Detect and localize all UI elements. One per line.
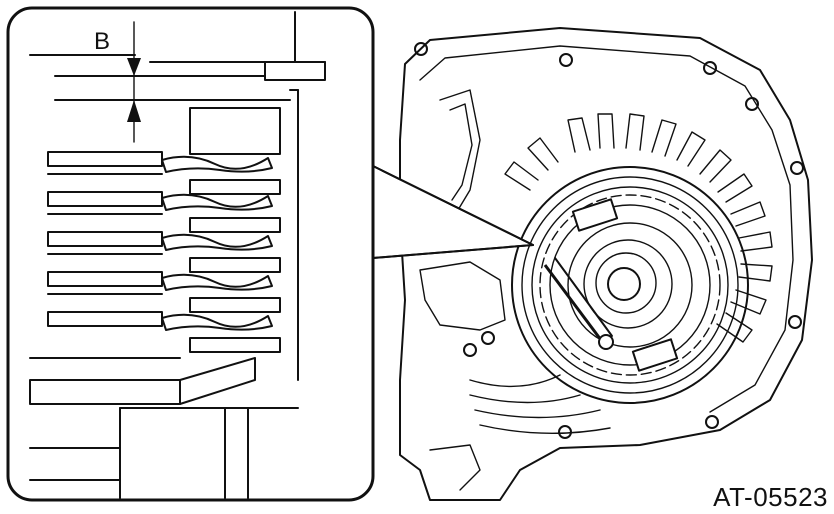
feeler-gauge-tip bbox=[598, 334, 614, 350]
callout-connector bbox=[372, 165, 534, 259]
wave-plates bbox=[161, 155, 273, 331]
oil-passage bbox=[474, 409, 601, 419]
case-channel bbox=[449, 103, 473, 201]
inset-frame bbox=[6, 6, 375, 502]
drum-ring bbox=[521, 176, 739, 394]
drum-teeth bbox=[504, 113, 773, 343]
bolt-hole bbox=[703, 61, 717, 75]
case-channel bbox=[439, 89, 481, 221]
dimension-arrow-up bbox=[127, 100, 141, 122]
oil-passage bbox=[429, 444, 481, 491]
snap-ring-tab bbox=[631, 338, 679, 372]
case-channel bbox=[419, 261, 506, 331]
feeler-gauge bbox=[543, 264, 606, 345]
oil-passage bbox=[479, 424, 611, 435]
callout-line bbox=[372, 165, 534, 246]
hub-ring bbox=[595, 252, 657, 314]
case-outline bbox=[399, 27, 813, 501]
bolt-hole bbox=[559, 53, 573, 67]
pressure-plate bbox=[189, 107, 281, 155]
hub-ring bbox=[583, 239, 673, 329]
oil-passage bbox=[469, 394, 581, 404]
snap-ring bbox=[539, 194, 721, 376]
bolt-hole bbox=[558, 425, 572, 439]
bolt-hole bbox=[414, 42, 428, 56]
drum-ring bbox=[567, 222, 693, 348]
transmission-case-illustration bbox=[399, 27, 813, 501]
bolt-hole bbox=[788, 315, 802, 329]
figure-id: AT-05523 bbox=[713, 482, 828, 512]
callout-line bbox=[372, 244, 534, 259]
retaining-plate bbox=[264, 61, 326, 81]
case-inner-rim bbox=[419, 45, 794, 413]
bolt-hole bbox=[463, 343, 477, 357]
bolt-hole bbox=[790, 161, 804, 175]
drum-outer-ring bbox=[511, 166, 749, 404]
hub-bore bbox=[607, 267, 641, 301]
drum-ring bbox=[549, 204, 711, 366]
friction-plates bbox=[189, 179, 281, 353]
dimension-arrow-down bbox=[127, 58, 141, 76]
drum-ring bbox=[531, 186, 729, 384]
feeler-gauge-edge bbox=[554, 257, 613, 337]
snap-ring-tab bbox=[571, 198, 619, 232]
clutch-pack-inset bbox=[6, 6, 375, 502]
oil-passage bbox=[469, 374, 561, 388]
bolt-hole bbox=[745, 97, 759, 111]
bolt-hole bbox=[481, 331, 495, 345]
bolt-hole bbox=[705, 415, 719, 429]
dimension-label: B bbox=[94, 28, 111, 55]
